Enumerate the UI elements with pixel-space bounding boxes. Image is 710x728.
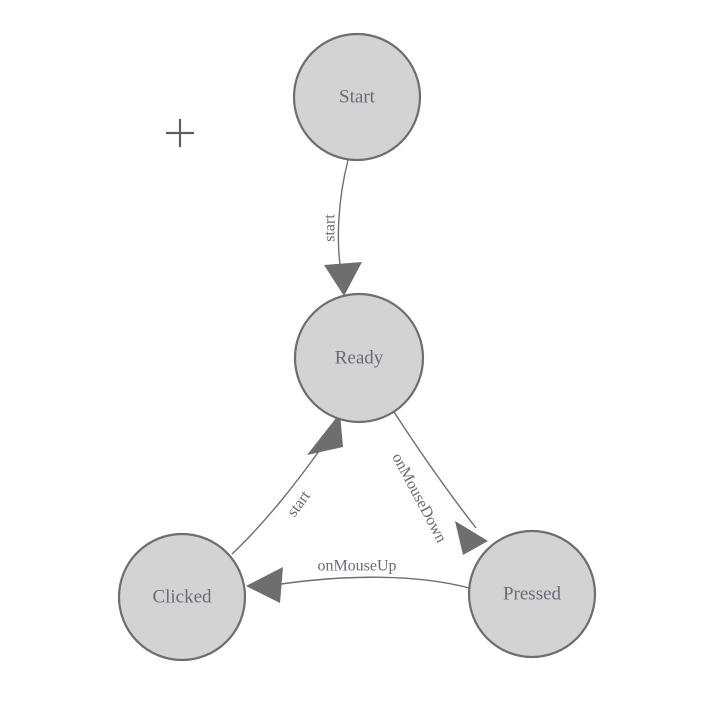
state-node-clicked[interactable]: Clicked	[117, 532, 247, 662]
edge-path-ready-to-pressed	[393, 411, 477, 529]
state-node-circle-clicked[interactable]	[117, 532, 247, 662]
edge-start-to-ready[interactable]: start	[322, 159, 363, 296]
edge-label-start-to-ready: start	[322, 214, 339, 242]
state-node-label-ready: Ready	[335, 348, 384, 369]
state-node-circle-ready[interactable]	[293, 292, 425, 424]
state-node-label-start: Start	[339, 87, 376, 108]
edge-ready-to-pressed[interactable]: onMouseDown	[388, 411, 488, 555]
state-node-label-pressed: Pressed	[503, 584, 562, 605]
crosshair-icon	[166, 119, 194, 147]
edge-arrowhead-start-to-ready	[324, 262, 362, 296]
edge-path-start-to-ready	[337, 159, 349, 273]
edge-arrowhead-pressed-to-clicked	[246, 567, 283, 603]
state-node-circle-pressed[interactable]	[467, 529, 597, 659]
edge-path-clicked-to-ready	[231, 439, 328, 555]
state-node-pressed[interactable]: Pressed	[467, 529, 597, 659]
edge-label-pressed-to-clicked: onMouseUp	[317, 558, 396, 575]
edge-arrowhead-ready-to-pressed	[455, 521, 488, 555]
nodes-layer: Start Ready Clicked Pressed	[117, 32, 597, 662]
state-node-start[interactable]: Start	[292, 32, 422, 162]
state-node-ready[interactable]: Ready	[293, 292, 425, 424]
edge-pressed-to-clicked[interactable]: onMouseUp	[246, 558, 470, 604]
edge-clicked-to-ready[interactable]: start	[231, 413, 343, 555]
edge-path-pressed-to-clicked	[267, 576, 470, 589]
state-node-circle-start[interactable]	[292, 32, 422, 162]
edge-arrowhead-clicked-to-ready	[307, 413, 343, 455]
state-node-label-clicked: Clicked	[152, 587, 212, 608]
edge-label-ready-to-pressed: onMouseDown	[388, 450, 449, 545]
